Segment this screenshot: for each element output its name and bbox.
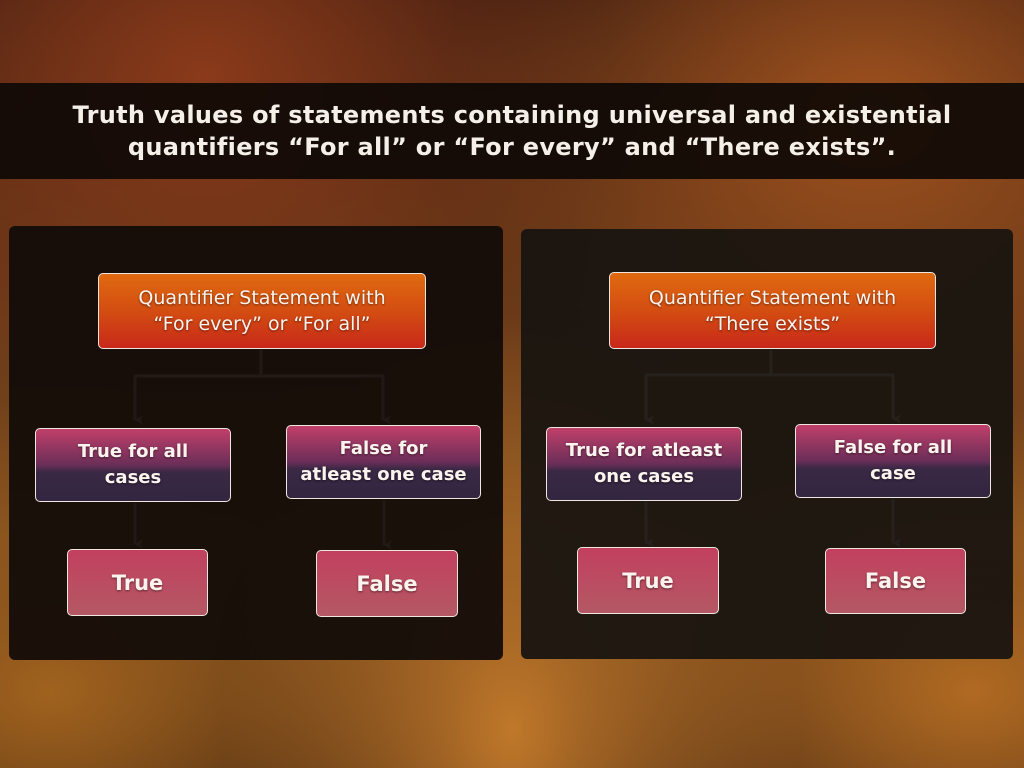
condition-node-false-for-all: False for all case [795,424,991,498]
condition-label-line-1: False for [339,438,428,459]
root-node-existential: Quantifier Statement with “There exists” [609,272,936,349]
condition-label-line-2: case [870,463,916,484]
result-label: True [111,570,164,595]
condition-label-line-2: one cases [593,466,695,487]
root-label-line-1: Quantifier Statement with [648,286,897,309]
root-label-line-1: Quantifier Statement with [138,287,386,309]
condition-label-line-1: False for all [833,437,953,458]
root-label-line-2: “There exists” [704,312,841,335]
condition-label-line-1: True for atleast [565,440,723,461]
condition-label-line-1: True for all [77,441,189,462]
condition-node-true-for-atleast-one: True for atleast one cases [546,427,742,501]
result-node-true: True [67,549,208,616]
result-node-false: False [825,548,966,614]
result-label: True [622,568,674,593]
condition-node-true-for-all: True for all cases [35,428,231,502]
root-label-line-2: “For every” or “For all” [153,313,371,335]
condition-node-false-for-atleast-one: False for atleast one case [286,425,481,499]
condition-label-line-2: atleast one case [300,464,467,485]
condition-label-line-2: cases [104,467,162,488]
title-line-1: Truth values of statements containing un… [72,101,952,129]
result-label: False [864,569,927,593]
title-banner: Truth values of statements containing un… [0,83,1024,179]
title-line-2: quantifiers “For all” or “For every” and… [127,133,897,161]
root-node-universal: Quantifier Statement with “For every” or… [98,273,426,349]
result-node-false: False [316,550,458,617]
result-node-true: True [577,547,719,614]
result-label: False [356,571,418,596]
